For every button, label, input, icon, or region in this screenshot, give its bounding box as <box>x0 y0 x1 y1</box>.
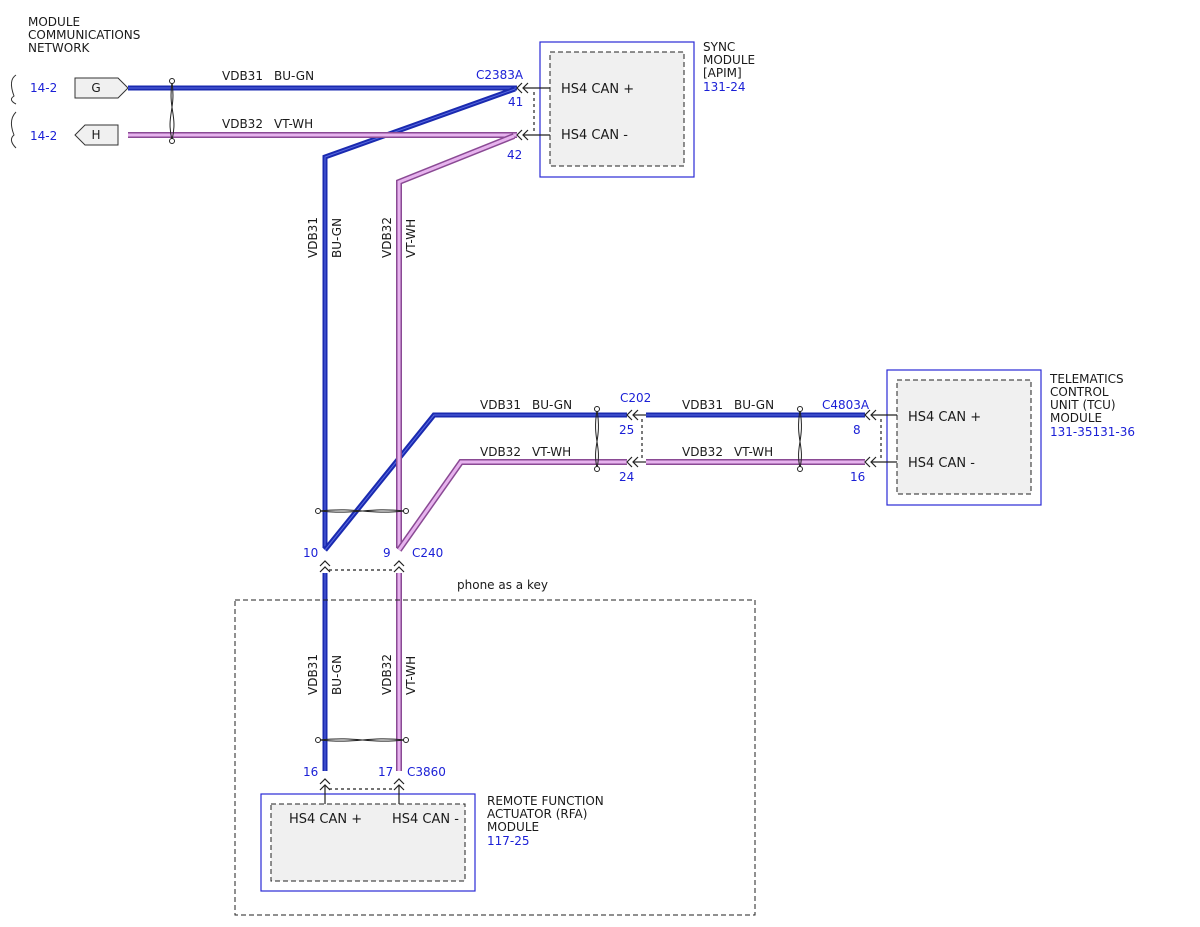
sync-ref[interactable]: 131-24 <box>703 80 746 94</box>
rfa-name-line-2: ACTUATOR (RFA) <box>487 807 587 821</box>
twisted-pair-c240-upper <box>315 508 409 514</box>
network-title-line-1: MODULE <box>28 15 80 29</box>
label-vdb32-color-c202-right: VT-WH <box>734 445 773 459</box>
rfa-pin-arrows <box>319 778 405 804</box>
wire-vdb31-sync-c240[interactable] <box>322 86 516 548</box>
label-vdb31-circuit-vertical-lower: VDB31 <box>306 654 320 695</box>
option-box-label: phone as a key <box>457 578 548 592</box>
tcu-connector[interactable]: C4803A <box>822 398 870 412</box>
label-vdb31-color-c202-right: BU-GN <box>734 398 774 412</box>
sync-module[interactable]: HS4 CAN + HS4 CAN - <box>539 41 695 178</box>
rfa-module-inner <box>270 803 466 882</box>
label-vdb32-circuit-c202-right: VDB32 <box>682 445 723 459</box>
label-vdb32-color-c202-left: VT-WH <box>532 445 571 459</box>
wire-vdb32-sync-c240[interactable] <box>396 133 516 548</box>
label-vdb31-color-vertical-lower: BU-GN <box>330 655 344 695</box>
label-vdb32-circuit-network: VDB32 <box>222 117 263 131</box>
tcu-name-line-4: MODULE <box>1050 411 1102 425</box>
rfa-pin-minus: 17 <box>378 765 393 779</box>
label-vdb31-circuit-c202-left: VDB31 <box>480 398 521 412</box>
tcu-ref[interactable]: 131-35131-36 <box>1050 425 1135 439</box>
label-vdb32-circuit-vertical-lower: VDB32 <box>380 654 394 695</box>
network-ref-h[interactable]: 14-2 <box>30 129 57 143</box>
rfa-name-line-1: REMOTE FUNCTION <box>487 794 604 808</box>
rfa-ref[interactable]: 117-25 <box>487 834 530 848</box>
twisted-pair-c202-left <box>594 406 600 472</box>
wire-vdb31-sync-c240-core <box>324 88 516 548</box>
label-vdb31-circuit-c202-right: VDB31 <box>682 398 723 412</box>
tcu-module[interactable]: HS4 CAN + HS4 CAN - <box>886 369 1042 506</box>
label-vdb31-circuit-network: VDB31 <box>222 69 263 83</box>
c240-pin-arrows <box>319 560 405 573</box>
rfa-signal-plus: HS4 CAN + <box>289 812 362 827</box>
sync-module-inner <box>549 51 685 167</box>
c202-pin-plus: 25 <box>619 423 634 437</box>
label-vdb32-color-vertical-upper: VT-WH <box>404 219 418 258</box>
tcu-signal-plus: HS4 CAN + <box>908 410 981 425</box>
c202-connector[interactable]: C202 <box>620 391 651 405</box>
wire-vdb32-sync-c240-core <box>397 134 515 548</box>
tcu-module-inner <box>896 379 1032 495</box>
tcu-name-line-2: CONTROL <box>1050 385 1109 399</box>
sync-pin-minus: 42 <box>507 148 522 162</box>
sync-pin-arrows <box>516 82 550 141</box>
connector-h-label: H <box>91 128 100 142</box>
rfa-module[interactable]: HS4 CAN + HS4 CAN - <box>260 793 476 892</box>
rfa-connector[interactable]: C3860 <box>407 765 446 779</box>
twisted-pair-network <box>169 78 175 144</box>
network-ref-g[interactable]: 14-2 <box>30 81 57 95</box>
network-brace-top <box>10 74 17 105</box>
wire-vdb31-c240-c202-core <box>324 414 627 551</box>
label-vdb31-color-vertical-upper: BU-GN <box>330 218 344 258</box>
label-vdb31-color-c202-left: BU-GN <box>532 398 572 412</box>
tcu-name-line-3: UNIT (TCU) <box>1050 398 1116 412</box>
c202-pin-arrows <box>626 409 646 468</box>
sync-name-line-2: MODULE <box>703 53 755 67</box>
network-title-line-2: COMMUNICATIONS <box>28 28 140 42</box>
network-title-line-3: NETWORK <box>28 41 91 55</box>
connector-h-shape[interactable] <box>74 124 119 146</box>
c240-pin-minus: 9 <box>383 546 391 560</box>
c240-connector[interactable]: C240 <box>412 546 443 560</box>
network-brace-bottom <box>10 111 17 149</box>
rfa-pin-plus: 16 <box>303 765 318 779</box>
label-vdb32-color-vertical-lower: VT-WH <box>404 656 418 695</box>
tcu-name-line-1: TELEMATICS <box>1049 372 1124 386</box>
connector-g-shape[interactable] <box>74 77 129 99</box>
label-vdb32-circuit-c202-left: VDB32 <box>480 445 521 459</box>
tcu-pin-arrows <box>864 409 897 468</box>
label-vdb31-circuit-vertical-upper: VDB31 <box>306 217 320 258</box>
twisted-pair-rfa <box>315 737 409 743</box>
tcu-pin-minus: 16 <box>850 470 865 484</box>
c202-pin-minus: 24 <box>619 470 634 484</box>
sync-signal-plus: HS4 CAN + <box>561 82 634 97</box>
twisted-pair-c202-right <box>797 406 803 472</box>
wire-vdb31-c240-c202[interactable] <box>323 412 627 552</box>
c240-pin-plus: 10 <box>303 546 318 560</box>
sync-pin-plus: 41 <box>508 95 523 109</box>
wire-vdb32-c240-c202[interactable] <box>396 459 627 552</box>
sync-connector[interactable]: C2383A <box>476 68 524 82</box>
connector-g-label: G <box>91 81 100 95</box>
tcu-pin-plus: 8 <box>853 423 861 437</box>
network-title: MODULE COMMUNICATIONS NETWORK <box>28 15 140 55</box>
label-vdb32-circuit-vertical-upper: VDB32 <box>380 217 394 258</box>
rfa-signal-minus: HS4 CAN - <box>392 812 459 827</box>
rfa-name-line-3: MODULE <box>487 820 539 834</box>
sync-name-line-1: SYNC <box>703 40 735 54</box>
tcu-signal-minus: HS4 CAN - <box>908 456 975 471</box>
label-vdb32-color-network: VT-WH <box>274 117 313 131</box>
label-vdb31-color-network: BU-GN <box>274 69 314 83</box>
sync-name-line-3: [APIM] <box>703 66 742 80</box>
sync-signal-minus: HS4 CAN - <box>561 128 628 143</box>
option-box-phone-as-key <box>234 599 756 916</box>
wire-vdb32-c240-c202-core <box>397 460 627 551</box>
